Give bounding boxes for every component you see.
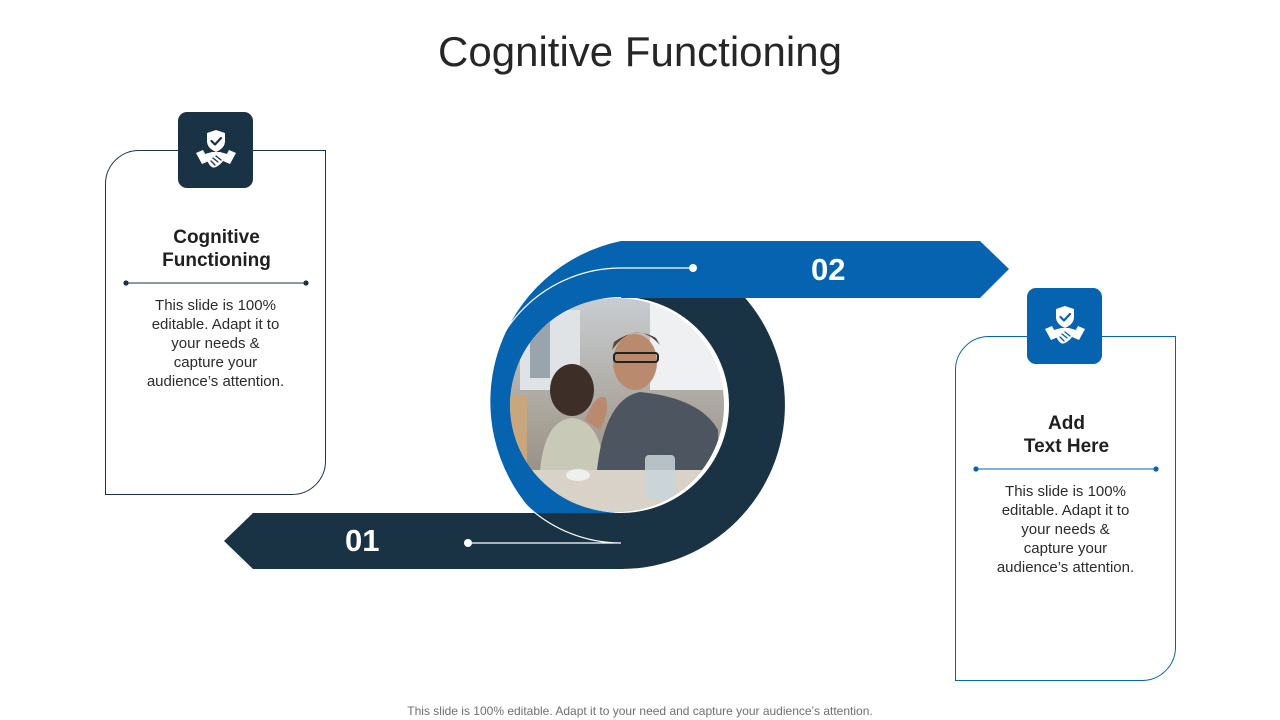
card-body-line: your needs & bbox=[966, 520, 1165, 539]
arrow-01 bbox=[224, 513, 621, 569]
card-divider bbox=[972, 465, 1160, 473]
handshake-shield-icon bbox=[1043, 304, 1087, 348]
card-heading-line2: Functioning bbox=[106, 249, 327, 272]
card-divider bbox=[122, 279, 310, 287]
card-body-line: capture your bbox=[966, 539, 1165, 558]
card-body-line: audience’s attention. bbox=[116, 372, 315, 391]
step-card-01: Cognitive Functioning This slide is 100%… bbox=[105, 150, 326, 495]
connector-dot-01 bbox=[464, 539, 472, 547]
card-heading-line2: Text Here bbox=[956, 435, 1177, 458]
step-icon-box-01 bbox=[178, 112, 253, 188]
slide-footer: This slide is 100% editable. Adapt it to… bbox=[0, 704, 1280, 718]
card-heading: Add Text Here bbox=[956, 412, 1177, 458]
card-body: This slide is 100% editable. Adapt it to… bbox=[116, 296, 315, 391]
step-number-02: 02 bbox=[811, 252, 845, 288]
card-heading-line1: Cognitive bbox=[106, 226, 327, 249]
handshake-shield-icon bbox=[194, 128, 238, 172]
card-body: This slide is 100% editable. Adapt it to… bbox=[966, 482, 1165, 577]
card-body-line: This slide is 100% bbox=[966, 482, 1165, 501]
card-body-line: editable. Adapt it to bbox=[116, 315, 315, 334]
card-heading: Cognitive Functioning bbox=[106, 226, 327, 272]
step-card-02: Add Text Here This slide is 100% editabl… bbox=[955, 336, 1176, 681]
card-body-line: This slide is 100% bbox=[116, 296, 315, 315]
step-number-01: 01 bbox=[345, 523, 379, 559]
card-body-line: audience’s attention. bbox=[966, 558, 1165, 577]
connector-dot-02 bbox=[689, 264, 697, 272]
card-body-line: capture your bbox=[116, 353, 315, 372]
card-body-line: your needs & bbox=[116, 334, 315, 353]
step-icon-box-02 bbox=[1027, 288, 1102, 364]
card-body-line: editable. Adapt it to bbox=[966, 501, 1165, 520]
card-heading-line1: Add bbox=[956, 412, 1177, 435]
